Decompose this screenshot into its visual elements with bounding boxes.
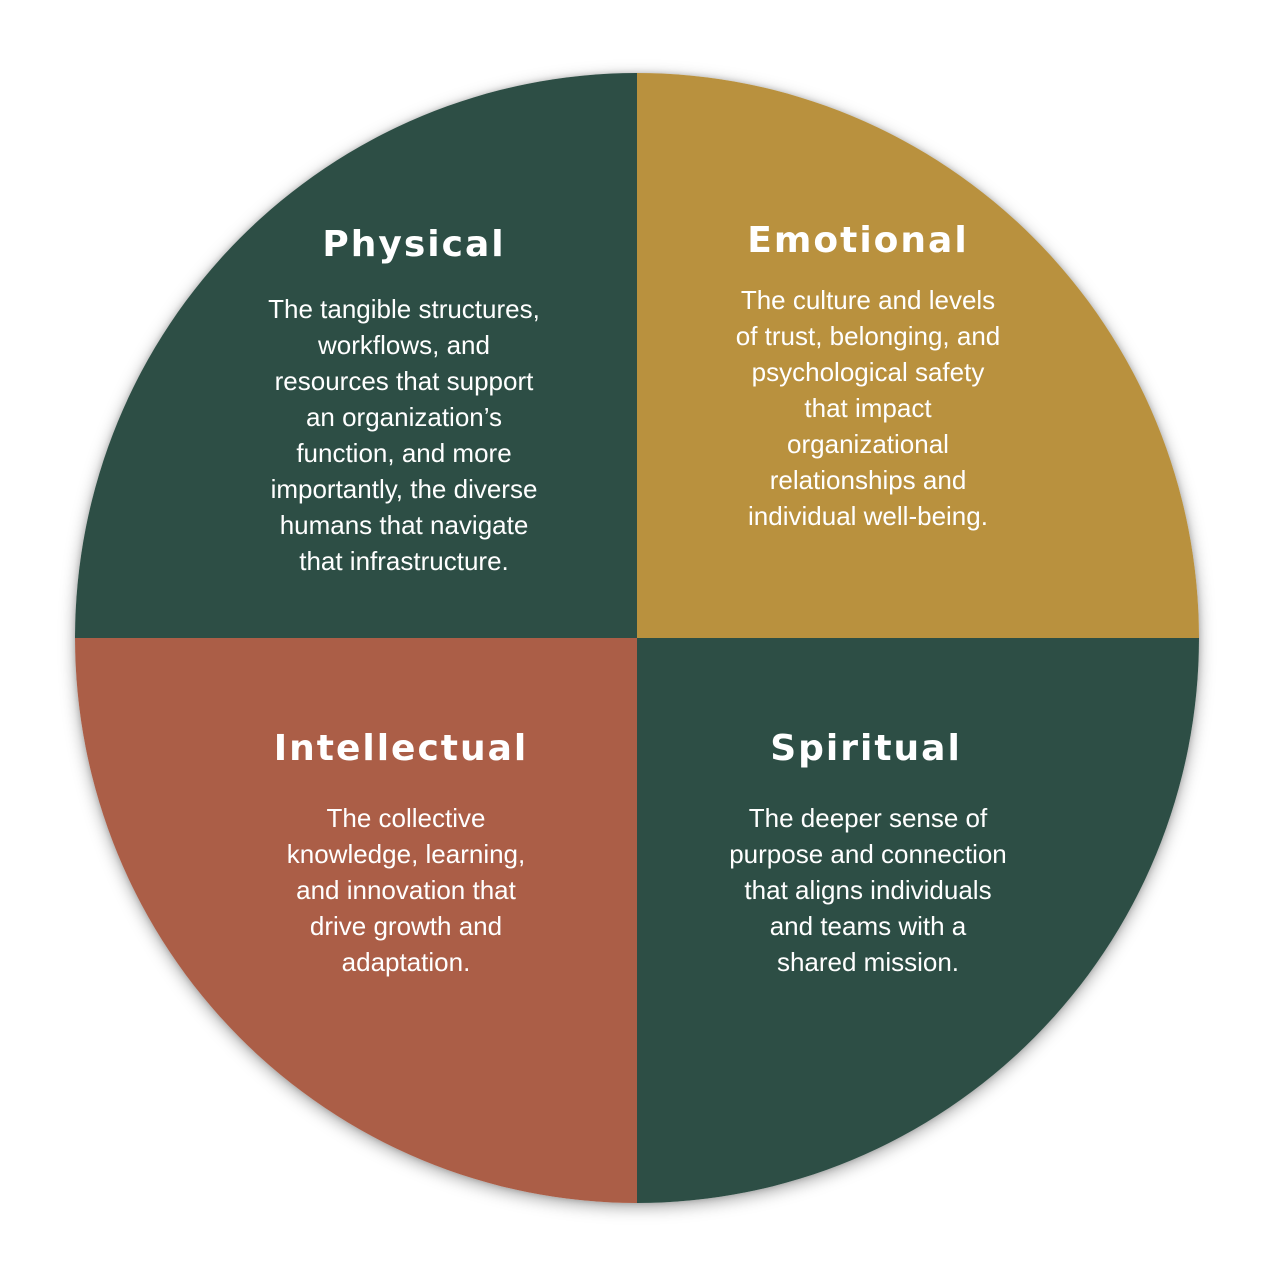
emotional-line: organizational — [787, 429, 949, 459]
spiritual-line: and teams with a — [769, 911, 967, 941]
physical-description: The tangible structures, workflows, and … — [214, 291, 594, 579]
emotional-title: Emotional — [747, 220, 969, 261]
physical-line: workflows, and — [318, 330, 490, 360]
physical-line: function, and more — [296, 438, 512, 468]
emotional-line: that impact — [804, 393, 932, 423]
spiritual-line: that aligns individuals — [744, 875, 992, 905]
physical-line: The tangible structures, — [268, 294, 540, 324]
spiritual-title: Spiritual — [770, 728, 962, 769]
intellectual-line: drive growth and — [309, 911, 503, 941]
spiritual-description: The deeper sense of purpose and connecti… — [678, 800, 1058, 980]
emotional-line: The culture and levels — [740, 285, 996, 315]
quadrant-intellectual — [75, 638, 637, 1203]
emotional-line: psychological safety — [751, 357, 985, 387]
quadrant-spiritual — [637, 638, 1199, 1203]
intellectual-description: The collective knowledge, learning, and … — [216, 800, 596, 980]
intellectual-title: Intellectual — [273, 728, 529, 769]
emotional-line: individual well-being. — [748, 501, 988, 531]
emotional-line: relationships and — [769, 465, 967, 495]
emotional-line: of trust, belonging, and — [735, 321, 1001, 351]
physical-line: that infrastructure. — [299, 546, 509, 576]
intellectual-line: and innovation that — [296, 875, 516, 905]
quadrant-emotional — [637, 73, 1199, 638]
spiritual-line: The deeper sense of — [748, 803, 988, 833]
spiritual-line: purpose and connection — [729, 839, 1007, 869]
intellectual-line: The collective — [326, 803, 486, 833]
emotional-description: The culture and levels of trust, belongi… — [678, 282, 1058, 534]
quadrant-circle-diagram — [75, 73, 1199, 1203]
physical-line: importantly, the diverse — [270, 474, 538, 504]
physical-line: resources that support — [274, 366, 534, 396]
physical-line: humans that navigate — [279, 510, 529, 540]
physical-line: an organization’s — [305, 402, 503, 432]
intellectual-line: knowledge, learning, — [286, 839, 526, 869]
intellectual-line: adaptation. — [341, 947, 471, 977]
spiritual-line: shared mission. — [776, 947, 960, 977]
quadrant-physical — [75, 73, 637, 638]
physical-title: Physical — [322, 224, 506, 265]
